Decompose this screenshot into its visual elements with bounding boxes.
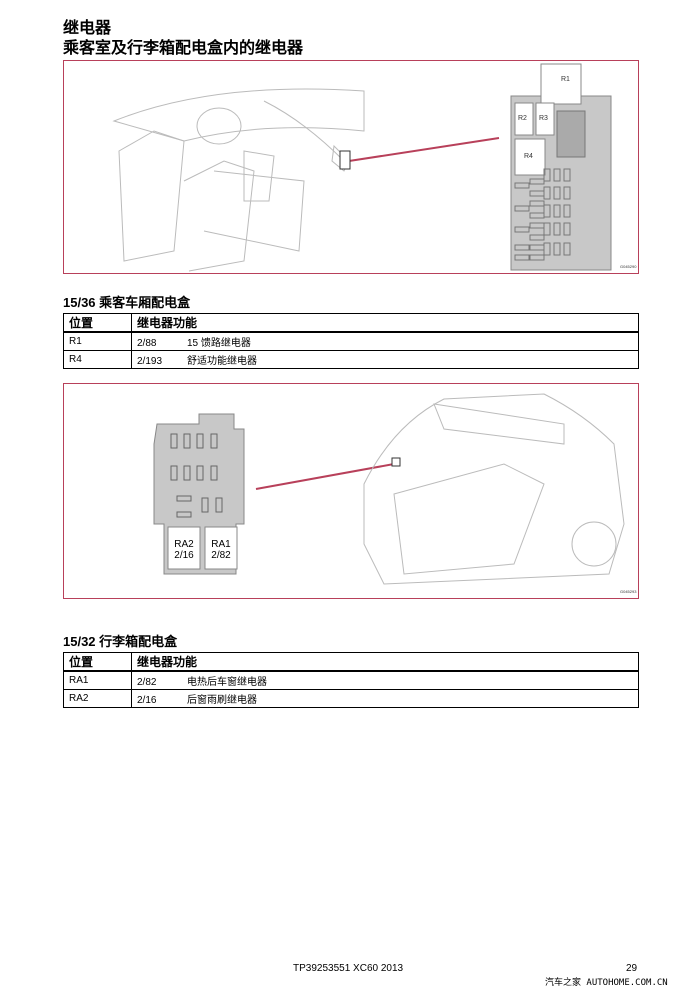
relay-label-r2: R2 [518, 115, 527, 122]
header-function: 继电器功能 [131, 652, 639, 672]
cell-code: 2/88 [137, 338, 157, 349]
table-row: R1 2/88 15 馈路继电器 [63, 331, 639, 351]
relay-name: RA1 [211, 539, 231, 550]
relay-label-r4: R4 [524, 153, 533, 160]
cell-code: 2/16 [137, 695, 157, 706]
cell-description: 后窗雨刷继电器 [187, 695, 257, 706]
figure-passenger-fusebox: R1 R2 R3 R4 G045290 [63, 60, 639, 274]
fusebox-diagram [510, 63, 612, 271]
cell-description: 15 馈路继电器 [187, 338, 251, 349]
trunk-fusebox-drawing [153, 393, 625, 585]
document-id: TP39253551 XC60 2013 [293, 963, 404, 974]
page-number: 29 [626, 963, 638, 974]
table-row: RA1 2/82 电热后车窗继电器 [63, 670, 639, 690]
cell-position: R4 [63, 350, 132, 369]
section-title: 15/32 行李箱配电盒 [63, 634, 178, 649]
section-title: 15/36 乘客车厢配电盒 [63, 295, 191, 310]
car-interior-drawing [112, 63, 612, 272]
cell-code: 2/193 [137, 356, 163, 367]
header-position: 位置 [63, 652, 132, 672]
table-row: R4 2/193 舒适功能继电器 [63, 350, 639, 369]
table-row: RA2 2/16 后窗雨刷继电器 [63, 689, 639, 708]
figure-code: G045293 [620, 589, 637, 594]
header-function: 继电器功能 [131, 313, 639, 333]
cell-description: 电热后车窗继电器 [187, 677, 267, 688]
page-subtitle: 乘客室及行李箱配电盒内的继电器 [63, 40, 304, 57]
relay-code: 2/16 [174, 550, 194, 561]
cell-position: RA2 [63, 689, 132, 708]
relay-table-passenger: 位置继电器功能 R1 2/88 15 馈路继电器 R4 2/193 舒适功能继电器 [63, 313, 639, 369]
relay-name: RA2 [174, 539, 194, 550]
fusebox-diagram [153, 413, 245, 575]
relay-label-r1: R1 [561, 76, 570, 83]
relay-code: 2/82 [211, 550, 231, 561]
relay-table-trunk: 位置继电器功能 RA1 2/82 电热后车窗继电器 RA2 2/16 后窗雨刷继电器 [63, 652, 639, 708]
relay-label-r3: R3 [539, 115, 548, 122]
header-position: 位置 [63, 313, 132, 333]
cell-description: 舒适功能继电器 [187, 356, 257, 367]
cell-position: RA1 [63, 670, 132, 690]
cell-position: R1 [63, 331, 132, 351]
watermark: 汽车之家 AUTOHOME.COM.CN [545, 978, 668, 988]
figure-code: G045290 [620, 264, 637, 269]
cell-code: 2/82 [137, 677, 157, 688]
page-title: 继电器 [63, 20, 112, 37]
